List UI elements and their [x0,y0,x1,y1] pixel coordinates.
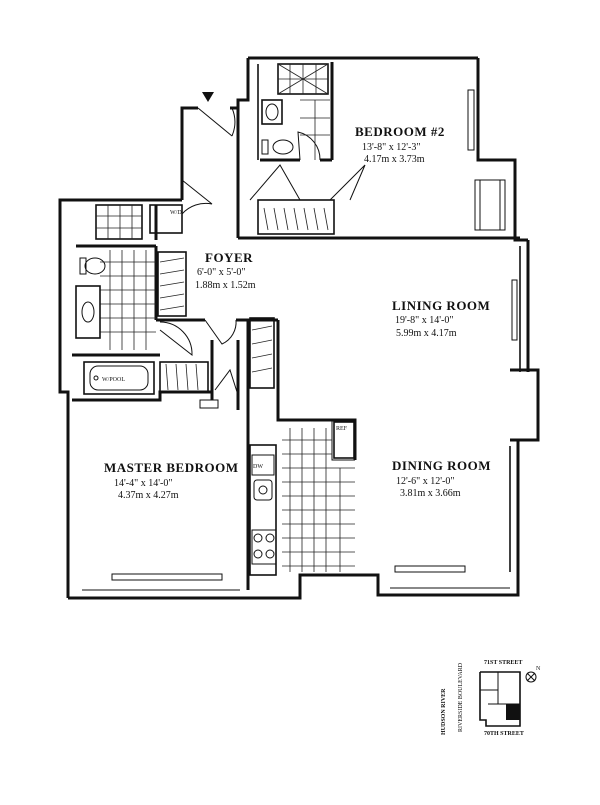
river-label: HUDSON RIVER [441,688,447,735]
master-bath: W/POOL [83,361,155,395]
kitchen: DW REF [249,421,355,576]
master-dim-imperial: 14'-4" x 14'-0" [114,478,172,489]
foyer-name: FOYER [205,250,253,265]
washer-dryer-label: W/D [170,210,182,216]
compass-icon [525,671,537,683]
master-name: MASTER BEDROOM [104,460,238,475]
bedroom2-dim-imperial: 13'-8" x 12'-3" [362,142,420,153]
foyer-dim-metric: 1.88m x 1.52m [195,280,256,291]
living-dim-metric: 5.99m x 4.17m [396,328,457,339]
room-label-bedroom2: BEDROOM #2 13'-8" x 12'-3" 4.17m x 3.73m [355,124,445,165]
dishwasher-label: DW [253,464,263,470]
room-label-master: MASTER BEDROOM 14'-4" x 14'-0" 4.37m x 4… [104,460,238,501]
room-label-dining: DINING ROOM 12'-6" x 12'-0" 3.81m x 3.66… [392,458,491,499]
key-plan: 71ST STREET 70TH STREET HUDSON RIVER RIV… [441,660,541,737]
windows [82,89,518,591]
entrance-arrow-icon [202,92,214,102]
interior-walls [72,62,520,590]
dining-name: DINING ROOM [392,458,491,473]
bedroom2-name: BEDROOM #2 [355,124,445,139]
bedroom2-bath [261,63,330,160]
foyer-closet [157,251,187,317]
room-label-foyer: FOYER 6'-0" x 5'-0" 1.88m x 1.52m [195,250,256,291]
master-dim-metric: 4.37m x 4.27m [118,490,179,501]
living-dim-imperial: 19'-8" x 14'-0" [395,315,453,326]
doors [159,107,366,396]
bedroom2-dim-metric: 4.17m x 3.73m [364,154,425,165]
north-street-label: 71ST STREET [484,660,522,666]
living-name: LINING ROOM [392,298,490,313]
north-label: N [536,666,541,672]
refrigerator-label: REF [336,426,348,432]
boulevard-label: RIVERSIDE BOULEVARD [458,662,464,732]
main-bath: W/D [75,204,183,350]
room-label-living: LINING ROOM 19'-8" x 14'-0" 5.99m x 4.17… [392,298,490,339]
exterior-walls [58,56,540,600]
master-closet [159,361,209,393]
dining-dim-metric: 3.81m x 3.66m [400,488,461,499]
living-closet [249,317,275,389]
tub-label: W/POOL [102,377,125,383]
south-street-label: 70TH STREET [484,731,524,737]
foyer-dim-imperial: 6'-0" x 5'-0" [197,267,245,278]
dining-dim-imperial: 12'-6" x 12'-0" [396,476,454,487]
bedroom2-closet [263,207,329,231]
